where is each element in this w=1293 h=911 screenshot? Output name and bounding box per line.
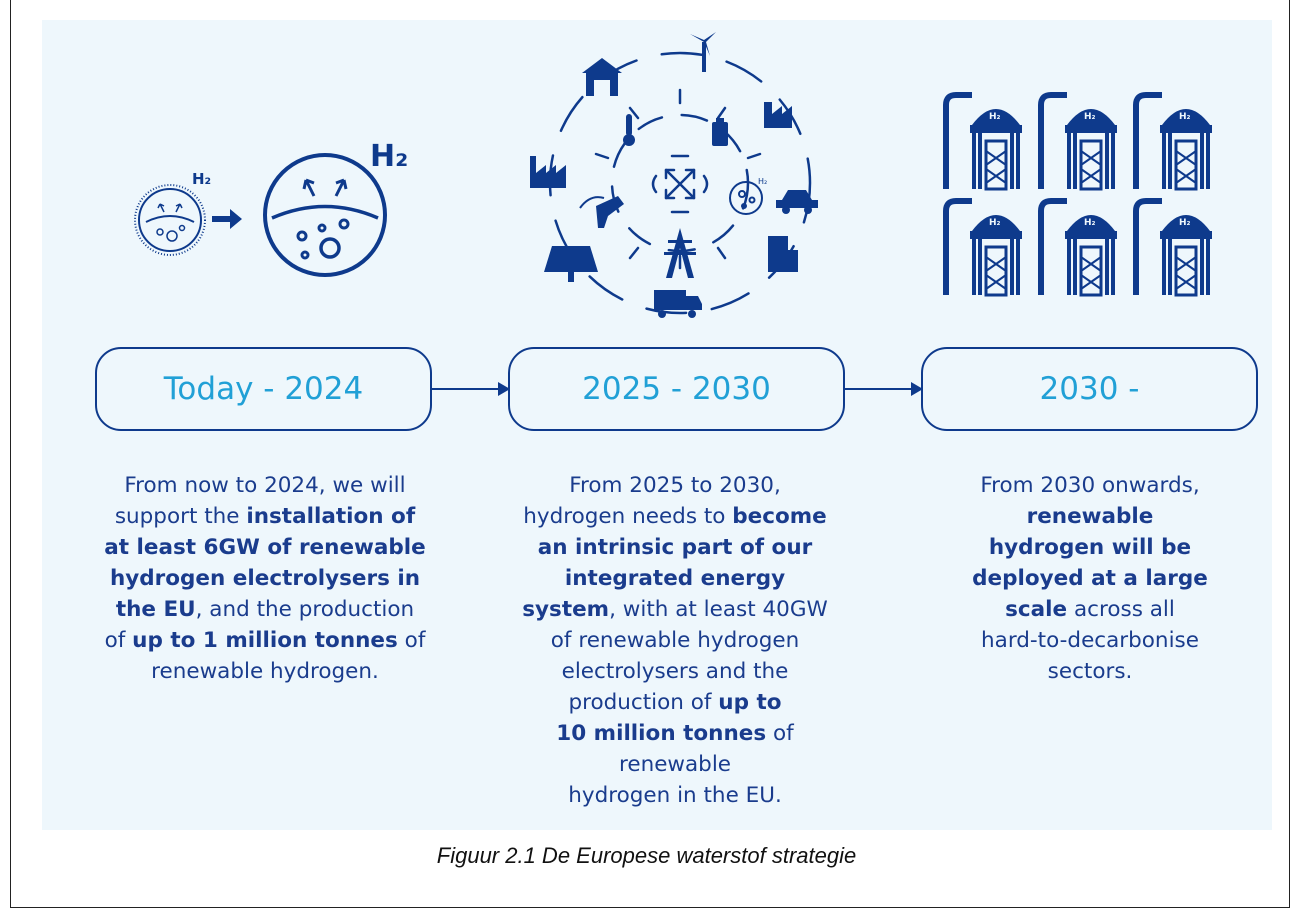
electrolyser-growth-illustration: H₂ H₂ bbox=[134, 140, 408, 277]
stage-description-3: From 2030 onwards, renewable hydrogen wi… bbox=[895, 470, 1285, 687]
stage-box-2025-2030: 2025 - 2030 bbox=[508, 347, 845, 431]
tank-label-3: H₂ bbox=[1179, 112, 1191, 122]
desc2-bold: an intrinsic part of our bbox=[537, 535, 813, 560]
desc1-line: From now to 2024, we will bbox=[124, 473, 406, 498]
desc2-line: renewable bbox=[618, 752, 732, 777]
stage-label-2: 2025 - 2030 bbox=[582, 371, 771, 407]
storage-tank-2 bbox=[1041, 95, 1117, 189]
figure-caption: Figuur 2.1 De Europese waterstof strateg… bbox=[436, 843, 857, 868]
desc2-line: hydrogen in the EU. bbox=[568, 783, 782, 808]
timeline-arrow-1 bbox=[432, 382, 510, 396]
timeline-arrow-2 bbox=[845, 382, 923, 396]
desc1-bold: installation of bbox=[246, 504, 416, 529]
desc1-line: of bbox=[397, 628, 426, 653]
desc2-line: electrolysers and the bbox=[561, 659, 789, 684]
desc2-line: of bbox=[766, 721, 794, 746]
desc3-line: hard-to-decarbonise bbox=[981, 628, 1199, 653]
desc2-bold: 10 million tonnes bbox=[556, 721, 767, 746]
storage-tank-5 bbox=[1041, 201, 1117, 295]
integrated-energy-system-illustration: H₂ bbox=[530, 32, 818, 318]
hydrogen-storage-tanks-illustration: H₂ H₂ H₂ H₂ H₂ H₂ bbox=[940, 85, 1230, 300]
tank-label-4: H₂ bbox=[989, 218, 1001, 228]
stage-box-today-2024: Today - 2024 bbox=[95, 347, 432, 431]
desc2-line: , with at least 40GW bbox=[609, 597, 828, 622]
h2-large-label: H₂ bbox=[370, 140, 408, 174]
desc2-bold: integrated energy bbox=[564, 566, 786, 591]
storage-tank-6 bbox=[1136, 201, 1212, 295]
desc1-line: of bbox=[104, 628, 133, 653]
desc2-line: production of bbox=[568, 690, 719, 715]
tank-label-2: H₂ bbox=[1084, 112, 1096, 122]
desc1-line: support the bbox=[114, 504, 247, 529]
desc1-bold: hydrogen electrolysers in bbox=[109, 566, 421, 591]
desc3-line: sectors. bbox=[1047, 659, 1133, 684]
figure-frame bbox=[10, 0, 1290, 908]
desc3-bold: hydrogen will be bbox=[988, 535, 1192, 560]
stage-label-3: 2030 - bbox=[1039, 371, 1140, 407]
storage-tank-3 bbox=[1136, 95, 1212, 189]
desc2-line: hydrogen needs to bbox=[523, 504, 733, 529]
desc1-bold: up to 1 million tonnes bbox=[132, 628, 398, 653]
desc1-line: , and the production bbox=[195, 597, 415, 622]
desc2-bold: become bbox=[732, 504, 827, 529]
stage-description-1: From now to 2024, we will support the in… bbox=[70, 470, 460, 687]
desc2-line: From 2025 to 2030, bbox=[569, 473, 781, 498]
tank-label-5: H₂ bbox=[1084, 218, 1096, 228]
desc2-line: of renewable hydrogen bbox=[550, 628, 800, 653]
tank-label-1: H₂ bbox=[989, 112, 1001, 122]
stage-label-1: Today - 2024 bbox=[163, 371, 364, 407]
stage-box-2030-onwards: 2030 - bbox=[921, 347, 1258, 431]
storage-tank-4 bbox=[946, 201, 1022, 295]
desc1-bold: at least 6GW of renewable bbox=[104, 535, 426, 560]
storage-tank-1 bbox=[946, 95, 1022, 189]
h2-small-label: H₂ bbox=[192, 170, 211, 188]
desc3-bold: deployed at a large bbox=[972, 566, 1208, 591]
stage-description-2: From 2025 to 2030, hydrogen needs to bec… bbox=[480, 470, 870, 811]
desc2-bold: up to bbox=[718, 690, 782, 715]
desc3-line: From 2030 onwards, bbox=[980, 473, 1200, 498]
h2-small-ring-label: H₂ bbox=[758, 177, 767, 186]
desc3-bold: renewable bbox=[1026, 504, 1154, 529]
desc2-bold: system bbox=[522, 597, 610, 622]
tank-label-6: H₂ bbox=[1179, 218, 1191, 228]
desc1-line: renewable hydrogen. bbox=[151, 659, 379, 684]
desc3-line: across all bbox=[1067, 597, 1175, 622]
desc3-bold: scale bbox=[1005, 597, 1068, 622]
desc1-bold: the EU bbox=[115, 597, 196, 622]
